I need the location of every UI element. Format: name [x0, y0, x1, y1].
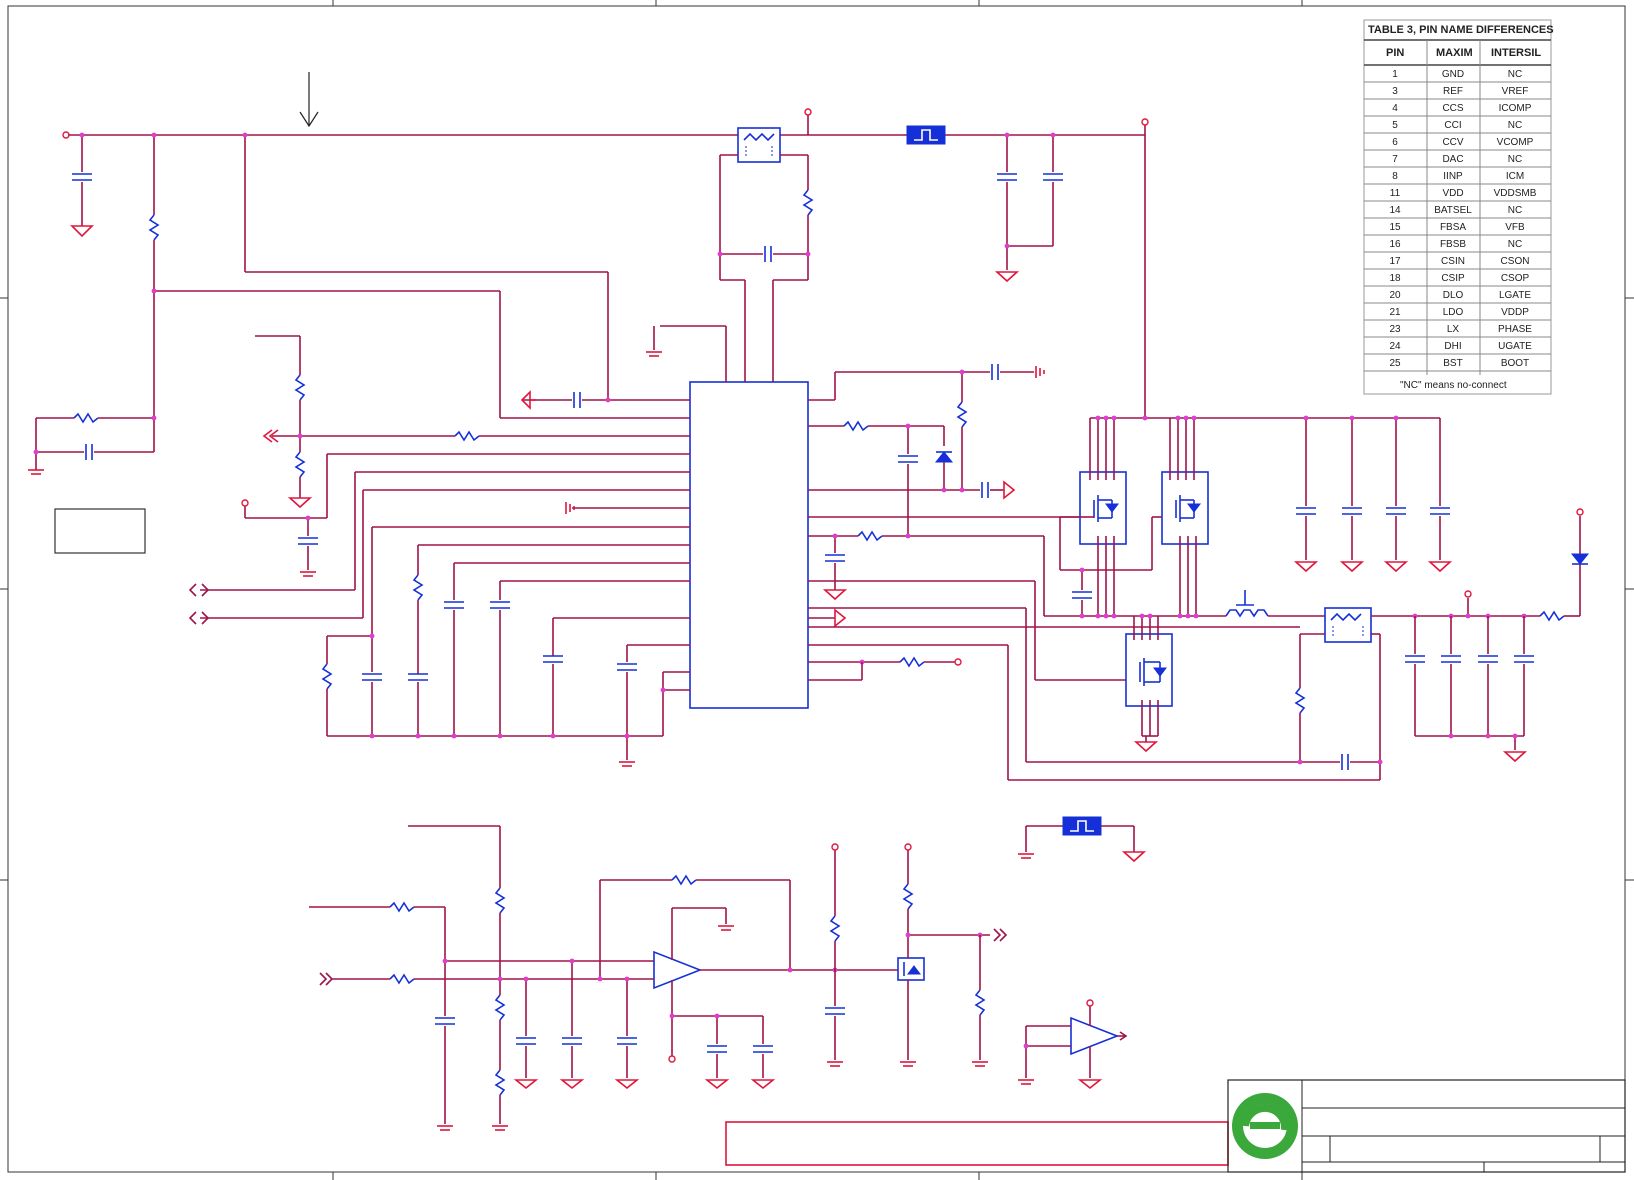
input-rail: [28, 108, 1149, 475]
pin-table-cell: DLO: [1443, 290, 1464, 301]
pin-table-cell: 21: [1389, 307, 1401, 318]
pin-table-header-intersil: INTERSIL: [1491, 47, 1541, 59]
pin-table-cell: 8: [1392, 171, 1398, 182]
pin-table-cell: LDO: [1443, 307, 1464, 318]
pin-table-cell: NC: [1508, 120, 1522, 131]
pin-table-cell: LGATE: [1499, 290, 1531, 301]
pin-table-cell: VFB: [1505, 222, 1525, 233]
pin-table-cell: NC: [1508, 205, 1522, 216]
right-signal-nets: [808, 364, 1380, 781]
note-box: [54, 508, 146, 554]
pin-table-cell: GND: [1442, 69, 1464, 80]
current-sense-resistor-top: [717, 127, 814, 382]
pin-table-cell: PHASE: [1498, 324, 1532, 335]
pin-table-cell: FBSA: [1440, 222, 1466, 233]
pin-table-cell: UGATE: [1498, 341, 1532, 352]
pin-table-cell: 4: [1392, 103, 1398, 114]
pin-table-cell: 6: [1392, 137, 1398, 148]
power-switch-top: [906, 125, 946, 145]
power-switch-bottom: [1018, 816, 1147, 863]
pin-table-cell: 3: [1392, 86, 1398, 97]
pin-table-cell: CSOP: [1501, 273, 1530, 284]
pin-table-cell: VDD: [1442, 188, 1463, 199]
pin-table-title: TABLE 3, PIN NAME DIFFERENCES: [1368, 24, 1554, 36]
switch-node-output: [1026, 508, 1590, 780]
pin-table-cell: CSIN: [1441, 256, 1465, 267]
pin-table-cell: CCI: [1444, 120, 1461, 131]
left-signal-nets: [188, 335, 690, 767]
pin-table-cell: 16: [1389, 239, 1401, 250]
pin-table-cell: DAC: [1442, 154, 1463, 165]
pin-table-cell: NC: [1508, 69, 1522, 80]
pin-table-cell: 11: [1390, 188, 1401, 199]
pin-table-cell: NC: [1508, 239, 1522, 250]
input-capacitors: [994, 132, 1063, 283]
output-capacitors: [1405, 616, 1534, 763]
pin-table-cell: 24: [1389, 341, 1401, 352]
pin-name-table: TABLE 3, PIN NAME DIFFERENCES PIN MAXIM …: [1363, 19, 1554, 395]
pin-table-cell: NC: [1508, 154, 1522, 165]
pin-table-cell: VDDP: [1501, 307, 1529, 318]
low-side-mosfet: [1125, 613, 1173, 753]
pin-table-cell: REF: [1443, 86, 1463, 97]
pin-table-cell: CSIP: [1441, 273, 1465, 284]
pin-table-cell: 20: [1389, 290, 1401, 301]
pin-table-cell: BOOT: [1501, 358, 1529, 369]
bulk-capacitors-top: [1293, 415, 1453, 573]
pin-table-cell: 5: [1392, 120, 1398, 131]
pin-table-cell: CCS: [1442, 103, 1463, 114]
company-logo: [1232, 1093, 1298, 1159]
annotation-arrow: [299, 72, 319, 128]
pin-table-cell: CCV: [1442, 137, 1463, 148]
pin-table-cell: VCOMP: [1497, 137, 1534, 148]
pin-table-cell: 23: [1389, 324, 1401, 335]
pin-table-cell: CSON: [1501, 256, 1530, 267]
pin-table-cell: VDDSMB: [1494, 188, 1537, 199]
pin-table-header-pin: PIN: [1386, 47, 1404, 59]
pin-table-cell: BATSEL: [1434, 205, 1472, 216]
charger-controller-ic: [646, 325, 809, 709]
pin-table-cell: ICM: [1506, 171, 1524, 182]
pin-table-cell: 25: [1389, 358, 1401, 369]
pin-table-cell: 17: [1389, 256, 1401, 267]
pin-table-cell: BST: [1443, 358, 1462, 369]
pin-table-cell: IINP: [1443, 171, 1463, 182]
title-block: [1227, 1079, 1626, 1173]
pin-table-cell: 7: [1392, 154, 1398, 165]
bottom-amplifier-section: [309, 825, 1128, 1131]
pin-table-cell: ICOMP: [1499, 103, 1532, 114]
pin-table-header-maxim: MAXIM: [1436, 47, 1473, 59]
high-side-mosfets: [1059, 415, 1440, 616]
note-box-red: [725, 1121, 1229, 1166]
pin-table-cell: LX: [1447, 324, 1460, 335]
pin-table-footnote: "NC" means no-connect: [1400, 380, 1507, 391]
pin-table-cell: DHI: [1444, 341, 1461, 352]
pin-table-cell: 14: [1389, 205, 1401, 216]
pin-table-cell: 15: [1389, 222, 1401, 233]
pin-table-cell: 18: [1389, 273, 1401, 284]
pin-table-cell: FBSB: [1440, 239, 1466, 250]
pin-table-cell: 1: [1392, 69, 1398, 80]
pin-table-cell: VREF: [1502, 86, 1529, 97]
